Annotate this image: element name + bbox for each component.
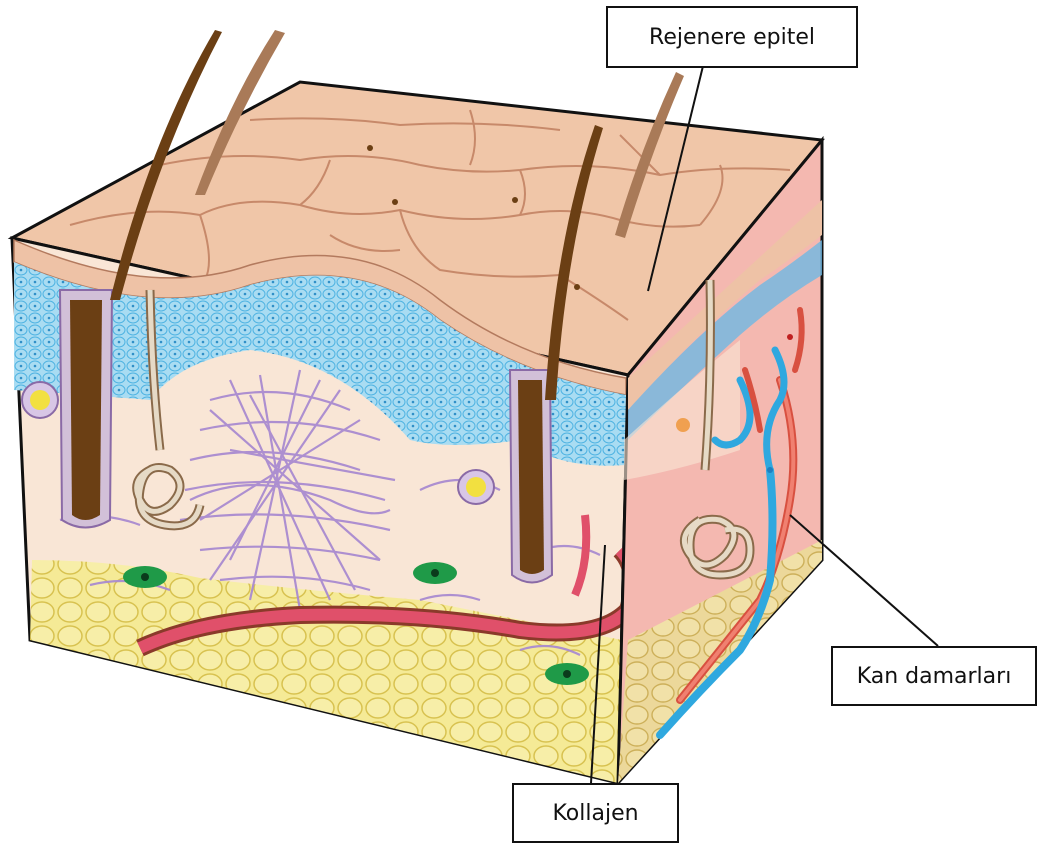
label-blood-vessels: Kan damarları — [831, 646, 1037, 706]
label-collagen: Kollajen — [512, 783, 679, 843]
label-regenerated-epithelium: Rejenere epitel — [606, 6, 858, 68]
